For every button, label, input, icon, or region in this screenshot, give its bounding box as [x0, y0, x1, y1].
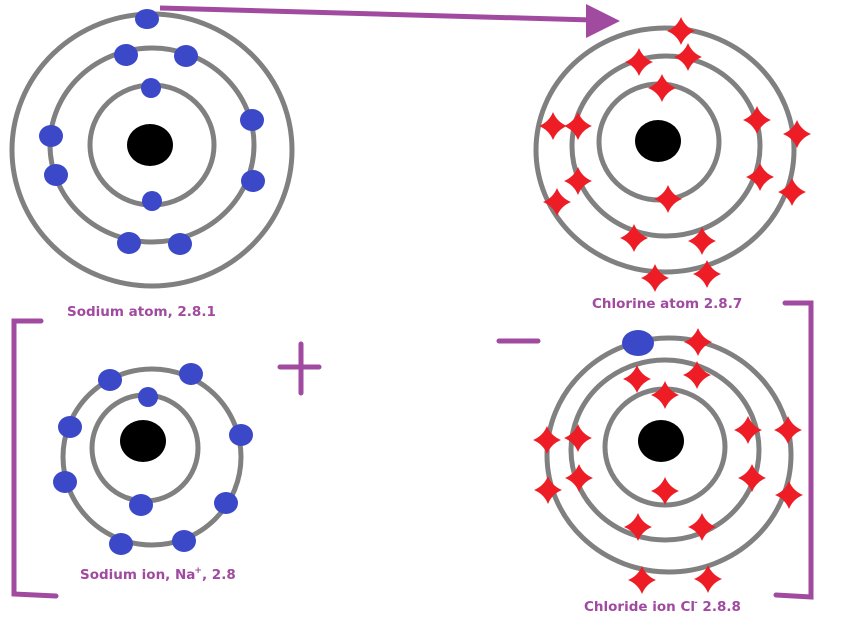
sodium-ion-label-main: Sodium ion, Na — [80, 567, 196, 583]
sodium-atom-label: Sodium atom, 2.8.1 — [67, 304, 216, 320]
electron-dot — [129, 494, 153, 516]
electron-cross — [651, 381, 679, 409]
electron-dot — [138, 387, 158, 407]
electron-cross — [564, 112, 592, 140]
transfer-arrow-head — [586, 4, 620, 38]
sodium-ion — [53, 363, 253, 555]
electron-dot — [141, 78, 161, 98]
electron-dot — [44, 164, 68, 186]
chlorine-atom-label: Chlorine atom 2.8.7 — [592, 296, 743, 312]
electron-cross — [625, 48, 653, 76]
chloride-ion-label: Chloride ion Cl- 2.8.8 — [584, 598, 741, 615]
electron-cross — [624, 513, 652, 541]
electron-dot — [142, 191, 162, 211]
electron-dot — [109, 533, 133, 555]
electron-cross — [774, 416, 802, 444]
chloride-ion — [533, 328, 803, 594]
electron-shell — [533, 25, 797, 275]
electron-cross — [694, 565, 722, 593]
electron-cross — [667, 17, 695, 45]
electron-shell — [568, 357, 762, 543]
electron-dot — [241, 170, 265, 192]
transfer-arrow-line — [159, 5, 593, 23]
electron-cross — [783, 120, 811, 148]
chloride-ion-charge: - — [693, 598, 698, 608]
electron-cross — [738, 464, 766, 492]
electron-dot — [214, 492, 238, 514]
electron-cross — [565, 464, 593, 492]
electron-dot — [622, 330, 654, 356]
electron-cross — [734, 416, 762, 444]
nucleus — [635, 120, 681, 162]
nucleus — [120, 420, 166, 462]
electron-cross — [648, 74, 676, 102]
electron-cross — [641, 264, 669, 292]
electron-cross — [778, 178, 806, 206]
electron-cross — [688, 513, 716, 541]
electron-dot — [174, 45, 198, 67]
electron-cross — [564, 424, 592, 452]
electron-dot — [229, 424, 253, 446]
electron-shell — [60, 366, 244, 548]
electron-dot — [117, 232, 141, 254]
electron-cross — [623, 365, 651, 393]
electron-cross — [674, 43, 702, 71]
electron-cross — [654, 185, 682, 213]
electron-cross — [746, 163, 774, 191]
electron-cross — [743, 106, 771, 134]
electron-dot — [135, 9, 159, 29]
electron-dot — [39, 125, 63, 147]
electron-dot — [172, 530, 196, 552]
sodium-ion-charge: + — [194, 566, 202, 576]
electron-cross — [533, 426, 561, 454]
electron-cross — [539, 112, 567, 140]
electron-dot — [179, 363, 203, 385]
sodium-atom — [9, 9, 295, 289]
electron-cross — [651, 477, 679, 505]
electron-cross — [534, 476, 562, 504]
electron-cross — [775, 481, 803, 509]
electron-cross — [693, 260, 721, 288]
electron-dot — [168, 233, 192, 255]
electron-dot — [240, 109, 264, 131]
electron-cross — [688, 227, 716, 255]
sodium-ion-label-tail: , 2.8 — [201, 567, 236, 583]
chloride-ion-label-tail: 2.8.8 — [697, 599, 741, 615]
electron-shell — [544, 335, 794, 575]
chloride-ion-bracket — [773, 300, 814, 600]
electron-cross — [564, 167, 592, 195]
sodium-ion-label: Sodium ion, Na+, 2.8 — [80, 566, 236, 583]
plus-sign-icon — [277, 341, 322, 396]
chloride-ion-label-main: Chloride ion Cl — [584, 599, 695, 615]
electron-dot — [114, 44, 138, 66]
electron-dot — [53, 471, 77, 493]
electron-dot — [98, 369, 122, 391]
electron-dot — [58, 416, 82, 438]
electron-shell — [569, 53, 763, 239]
electron-cross — [683, 361, 711, 389]
electron-cross — [543, 188, 571, 216]
nucleus — [127, 124, 173, 166]
electron-cross — [684, 328, 712, 356]
nucleus — [638, 420, 684, 462]
annotations — [11, 4, 814, 600]
electron-cross — [620, 224, 648, 252]
sodium-ion-bracket — [11, 318, 59, 599]
electron-cross — [628, 566, 656, 594]
chlorine-atom — [533, 17, 811, 292]
